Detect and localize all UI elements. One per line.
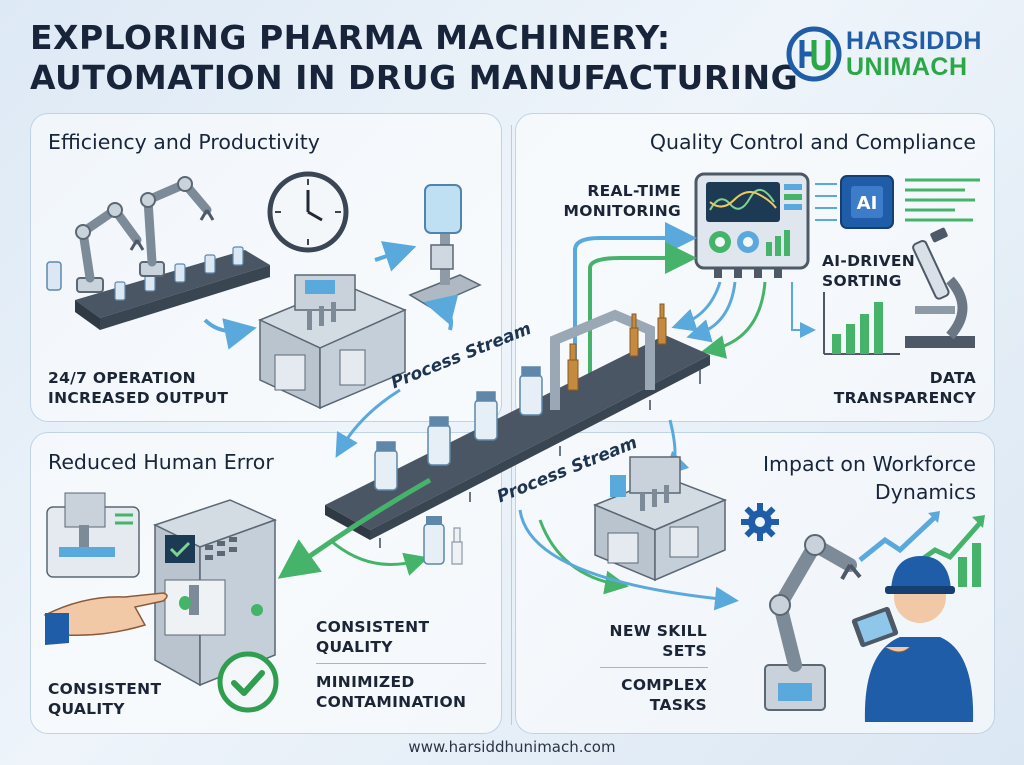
sorting-label-line-1: AI-DRIVEN — [822, 252, 916, 270]
flow-arrows-top-right — [573, 222, 816, 380]
microscope-icon — [905, 227, 975, 348]
skills-label: NEW SKILL SETS — [610, 621, 707, 661]
tasks-line-2: TASKS — [649, 696, 707, 714]
workforce-title: Impact on Workforce Dynamics — [763, 450, 976, 506]
error-quality-line-1: CONSISTENT — [48, 680, 162, 698]
transparency-label-line-1: DATA — [929, 369, 976, 387]
ai-chip-label: AI — [857, 193, 878, 214]
sorting-label-line-2: SORTING — [822, 272, 902, 290]
contamination-line-2: CONTAMINATION — [316, 693, 467, 711]
dispensing-machine-icon — [43, 492, 278, 687]
error-quality-label: CONSISTENT QUALITY — [48, 679, 161, 719]
logo-line-2: UNIMACH — [846, 53, 968, 81]
monitoring-label-line-1: REAL-TIME — [587, 182, 681, 200]
error-quality-line-2: QUALITY — [48, 700, 125, 718]
contamination-label: MINIMIZED CONTAMINATION — [316, 672, 466, 712]
tablet-icon — [851, 606, 899, 648]
contamination-line-1: MINIMIZED — [316, 673, 415, 691]
gear-icon — [741, 503, 779, 541]
monitoring-label-line-2: MONITORING — [563, 202, 681, 220]
tasks-line-1: COMPLEX — [621, 676, 707, 694]
skills-line-2: SETS — [662, 642, 707, 660]
logo-text: HARSIDDH UNIMACH — [846, 28, 982, 80]
workforce-title-line-2: Dynamics — [874, 480, 976, 504]
robot-arm-icon — [46, 176, 270, 330]
flow-arrows-top-left — [203, 241, 459, 458]
error-title: Reduced Human Error — [48, 450, 274, 474]
vial-icon — [374, 303, 667, 491]
packaging-machine-icon — [593, 456, 727, 582]
hand-icon — [43, 592, 168, 645]
efficiency-title: Efficiency and Productivity — [48, 130, 320, 154]
efficiency-label-line-1: 24/7 OPERATION — [48, 369, 196, 387]
title-line-1: EXPLORING PHARMA MACHINERY: — [30, 18, 671, 57]
bar-chart-icon — [823, 292, 900, 355]
transparency-label-line-2: TRANSPARENCY — [833, 389, 976, 407]
page-title: EXPLORING PHARMA MACHINERY: AUTOMATION I… — [30, 18, 798, 98]
clock-icon — [267, 171, 349, 253]
workforce-title-line-1: Impact on Workforce — [763, 452, 976, 476]
filling-machine-icon — [258, 184, 482, 410]
title-line-2: AUTOMATION IN DRUG MANUFACTURING — [30, 58, 799, 97]
checkmark-icon — [217, 651, 279, 713]
conveyor-icon — [325, 303, 710, 548]
center-quality-label: CONSISTENT QUALITY — [316, 617, 429, 657]
tasks-label: COMPLEX TASKS — [621, 675, 707, 715]
vial-icon — [46, 261, 62, 291]
quality-title: Quality Control and Compliance — [649, 130, 976, 154]
center-quality-line-1: CONSISTENT — [316, 618, 430, 636]
logo-line-1: HARSIDDH — [846, 27, 982, 55]
center-quality-line-2: QUALITY — [316, 638, 393, 656]
transparency-label: DATA TRANSPARENCY — [834, 368, 976, 408]
worker-icon — [851, 556, 974, 722]
workforce-label-separator — [600, 667, 708, 668]
company-logo: HARSIDDH UNIMACH — [786, 24, 1006, 86]
ai-chip-icon: AI — [815, 175, 980, 229]
vial-icon — [423, 516, 463, 565]
logo-mark-icon — [786, 26, 842, 82]
skills-line-1: NEW SKILL — [609, 622, 707, 640]
efficiency-conveyor — [75, 246, 270, 330]
footer-url[interactable]: www.harsiddhunimach.com — [408, 738, 616, 756]
workforce-robot-arm-icon — [764, 534, 862, 711]
monitor-panel-icon — [694, 172, 810, 278]
label-separator — [316, 663, 486, 664]
sorting-label: AI-DRIVEN SORTING — [822, 251, 915, 291]
efficiency-label: 24/7 OPERATION INCREASED OUTPUT — [48, 368, 228, 408]
flow-arrows-lower — [277, 419, 739, 611]
monitoring-label: REAL-TIME MONITORING — [564, 181, 682, 221]
efficiency-label-line-2: INCREASED OUTPUT — [48, 389, 229, 407]
